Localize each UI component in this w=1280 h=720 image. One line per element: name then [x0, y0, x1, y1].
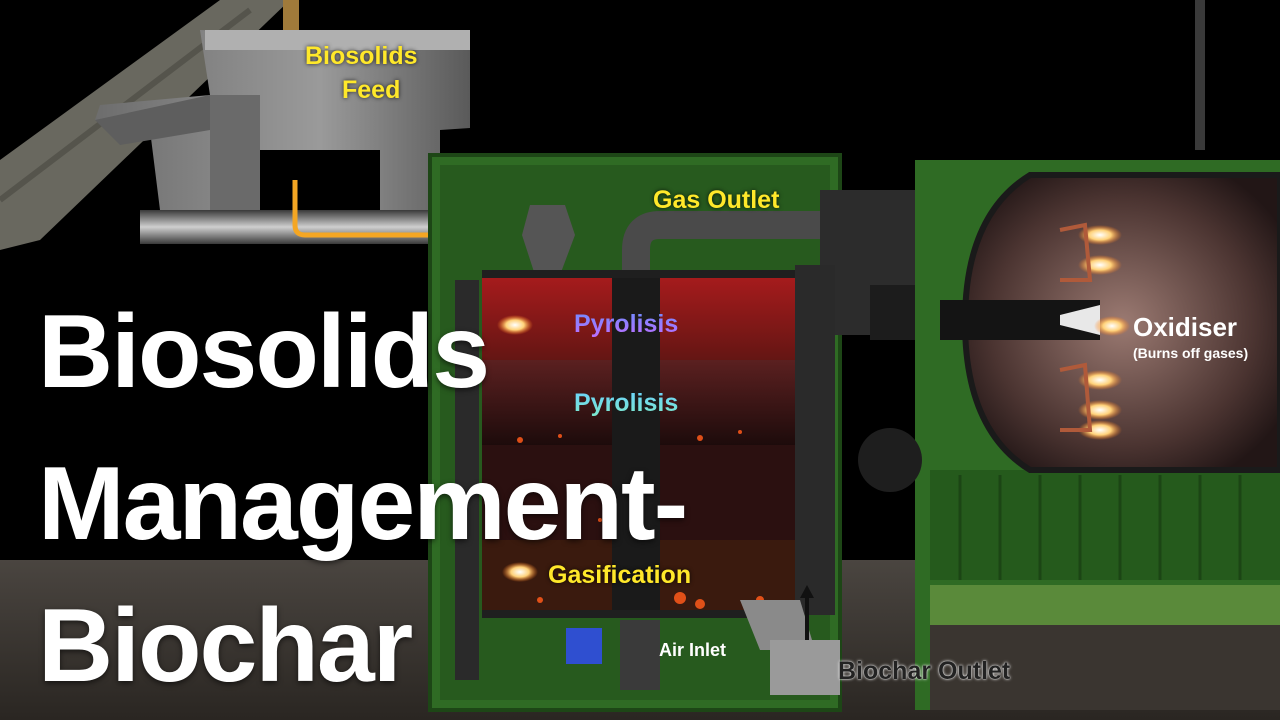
cabinet-ribs — [958, 475, 1242, 580]
title-line-2: Management- — [38, 446, 688, 562]
biochar-bin — [770, 640, 840, 695]
feed-cyclone — [522, 205, 575, 275]
burner-frames — [1059, 222, 1093, 432]
title-line-3: Biochar — [38, 588, 413, 704]
label-oxidiser-note: (Burns off gases) — [1133, 345, 1249, 361]
label-gas-outlet: Gas Outlet — [653, 186, 780, 214]
biosolids-hopper — [95, 30, 470, 225]
title-line-1: Biosolids — [38, 294, 490, 410]
feed-direction-arrow — [292, 180, 435, 238]
side-valve — [858, 428, 922, 492]
label-air-inlet: Air Inlet — [659, 640, 727, 660]
air-blower — [566, 628, 602, 664]
label-oxidiser: Oxidiser — [1133, 312, 1238, 342]
biochar-chute — [740, 600, 815, 650]
label-pyrolisis-upper: Pyrolisis — [574, 310, 679, 338]
label-gasification: Gasification — [548, 561, 692, 589]
label-biosolids-feed-line1: Biosolids — [305, 42, 418, 70]
label-biosolids-feed-line2: Feed — [342, 76, 401, 104]
central-shaft — [612, 270, 660, 610]
label-biochar-outlet: Biochar Outlet — [838, 657, 1011, 685]
feed-stream — [283, 0, 299, 30]
burner-flames — [497, 225, 1130, 582]
label-pyrolisis-lower: Pyrolisis — [574, 389, 679, 417]
gas-outlet-pipe — [622, 211, 860, 275]
